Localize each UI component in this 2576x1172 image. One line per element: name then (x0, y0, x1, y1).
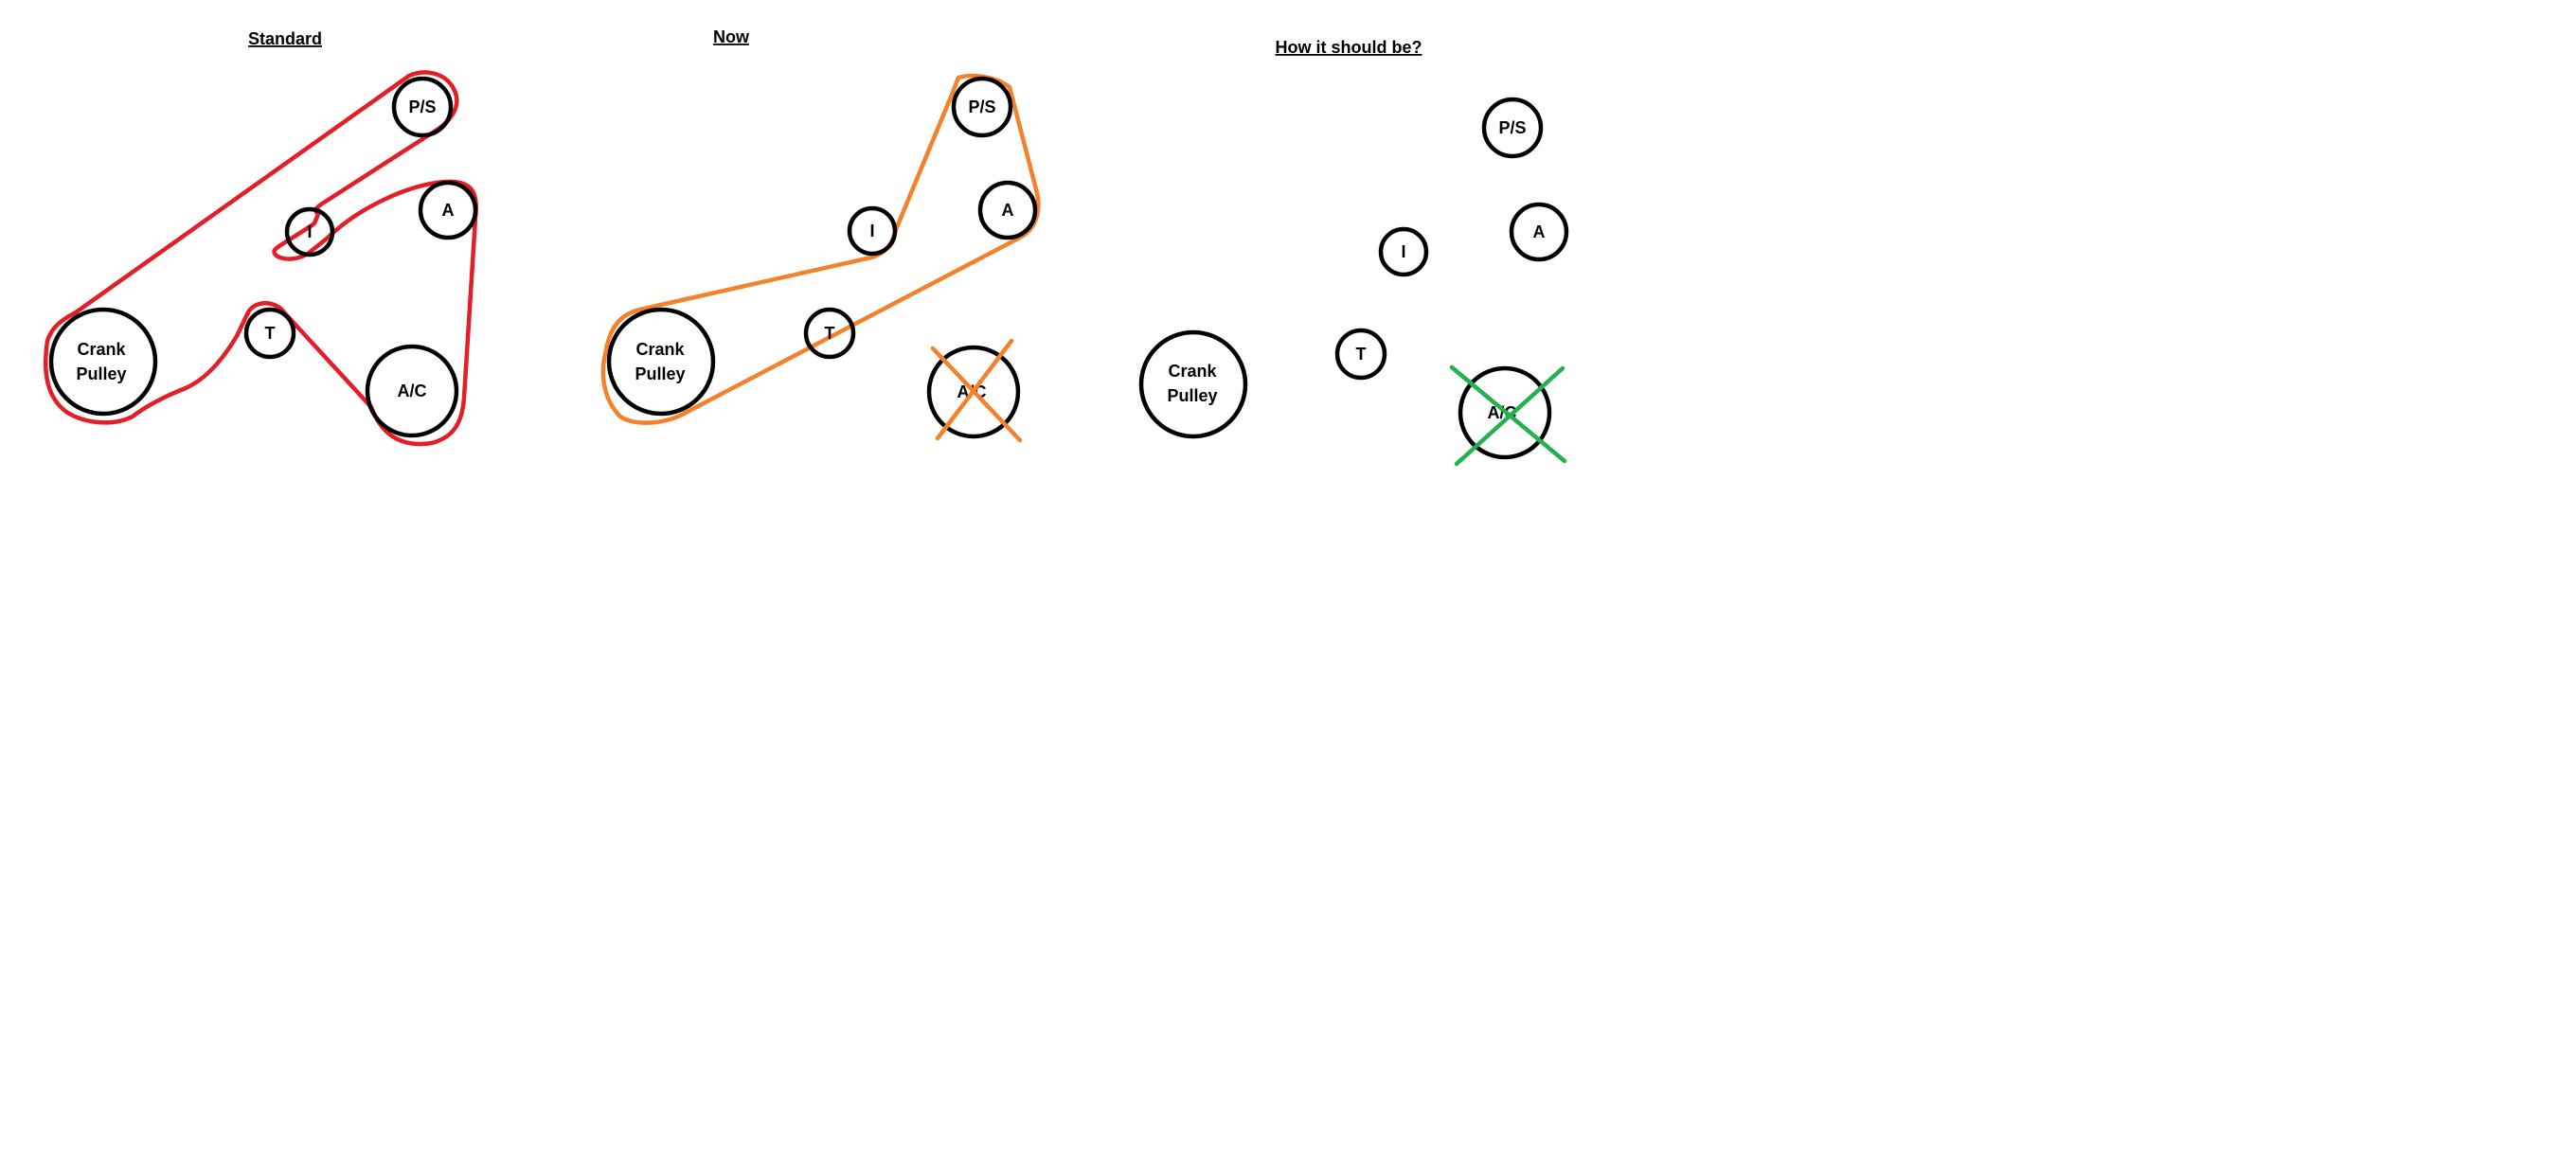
now-diagram: Now Crank Pulley P/S I A T A/C (600, 27, 1041, 443)
now-alternator-pulley (977, 180, 1038, 240)
now-idler-label: I (869, 222, 874, 240)
should-crank-pulley (1138, 329, 1248, 439)
standard-ps-pulley (391, 76, 454, 138)
should-alternator-pulley (1509, 202, 1569, 262)
standard-alternator-label: A (442, 201, 455, 220)
standard-crank-label-1: Crank (77, 340, 126, 359)
should-ac-cross-mark (1449, 364, 1567, 467)
now-crank-label-2: Pulley (635, 364, 685, 383)
now-belt (600, 73, 1041, 425)
standard-idler-label: I (307, 222, 312, 241)
standard-ac-pulley (365, 344, 459, 438)
now-tensioner-label: T (825, 324, 835, 343)
standard-ac-label: A/C (398, 382, 427, 400)
should-ac-pulley (1458, 365, 1552, 460)
standard-crank-pulley (48, 307, 158, 417)
now-crank-pulley (606, 307, 716, 417)
standard-diagram: Standard Crank Pulley P/S I A T A/C (43, 29, 478, 447)
standard-crank-label-2: Pulley (76, 364, 126, 383)
now-alternator-label: A (1002, 201, 1014, 220)
should-crank-label-2: Pulley (1167, 386, 1217, 405)
should-idler-pulley (1378, 226, 1429, 277)
now-idler-pulley (847, 205, 898, 257)
should-idler-label: I (1401, 242, 1405, 261)
should-diagram: How it should be? Crank Pulley P/S I A T… (1138, 38, 1569, 467)
now-ps-label: P/S (968, 98, 995, 116)
now-ac-cross-mark (930, 338, 1023, 443)
should-ps-label: P/S (1498, 118, 1526, 137)
standard-title: Standard (248, 29, 322, 48)
now-crank-label-1: Crank (635, 340, 685, 359)
should-tensioner-label: T (1356, 345, 1367, 364)
should-tensioner-pulley (1334, 328, 1387, 381)
now-tensioner-pulley (803, 307, 856, 360)
standard-alternator-pulley (418, 180, 478, 240)
standard-ps-label: P/S (408, 98, 436, 116)
standard-idler-pulley (284, 206, 335, 257)
now-title: Now (713, 27, 750, 46)
standard-tensioner-pulley (243, 307, 296, 360)
standard-tensioner-label: T (265, 324, 276, 343)
should-alternator-label: A (1533, 222, 1546, 241)
now-ps-pulley (951, 76, 1013, 138)
should-title: How it should be? (1276, 38, 1422, 57)
should-ps-pulley (1481, 97, 1544, 159)
now-ac-pulley (926, 345, 1021, 439)
should-crank-label-1: Crank (1168, 362, 1217, 381)
